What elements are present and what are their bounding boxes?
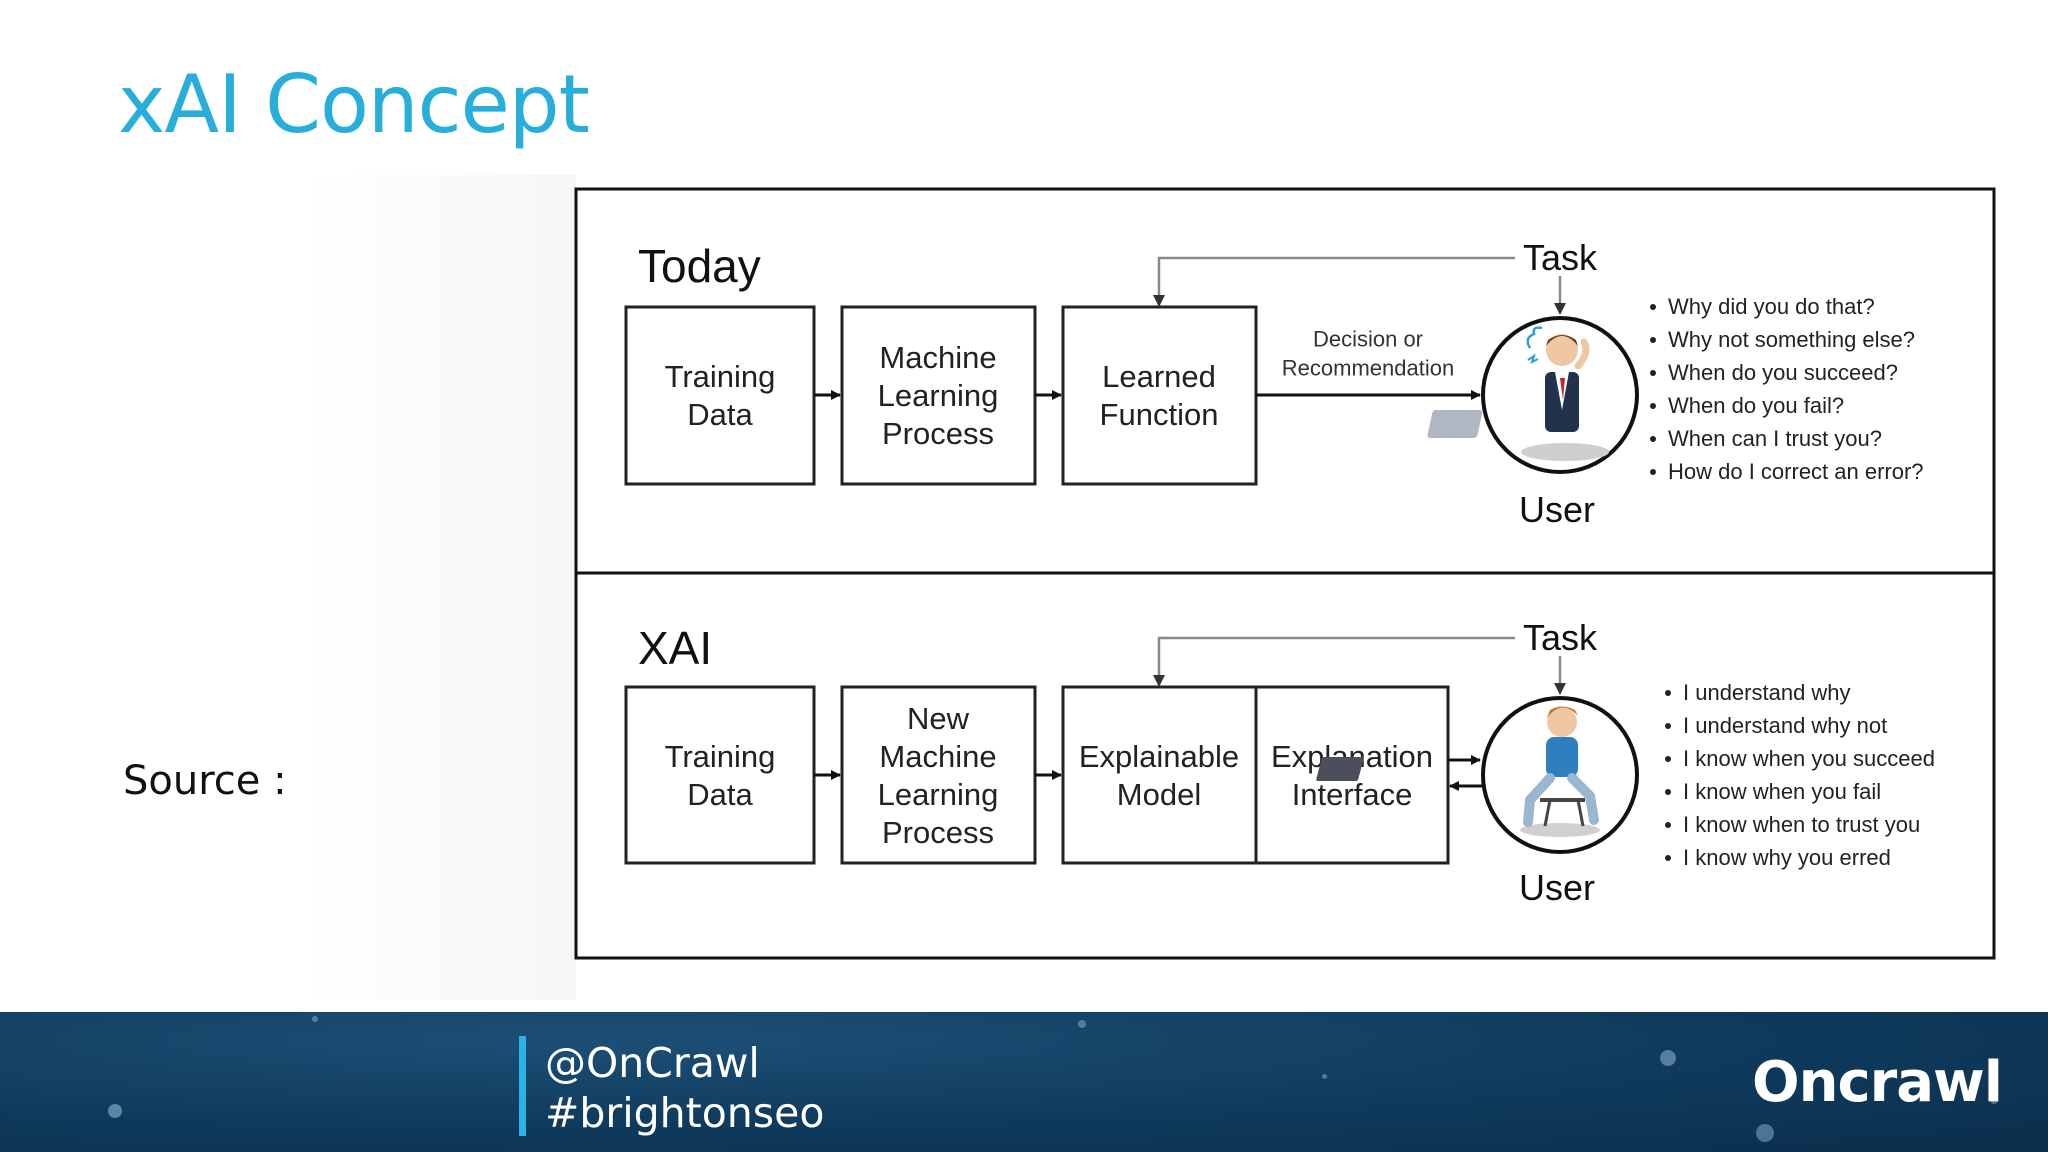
bullet-dot: [1665, 789, 1671, 795]
label-line: Data: [687, 397, 753, 432]
label-line: Machine: [879, 340, 996, 375]
footer-accent-bar: [519, 1036, 526, 1136]
today-box-training-data: [624, 305, 816, 486]
bullet-dot: [1650, 304, 1656, 310]
today-task-label: Task: [1523, 237, 1598, 278]
bullet-dot: [1665, 756, 1671, 762]
today-user-label: User: [1519, 489, 1595, 530]
bullet-text: I know when you succeed: [1683, 746, 1935, 771]
star-decoration: [108, 1104, 122, 1118]
star-decoration: [1078, 1020, 1086, 1028]
bullet-text: Why did you do that?: [1668, 294, 1875, 319]
star-decoration: [1990, 1096, 1998, 1104]
footer-band: @OnCrawl #brightonseo Oncrawl: [0, 1012, 2048, 1152]
bullet-text: I know when you fail: [1683, 779, 1881, 804]
happy-user-icon: [1316, 696, 1639, 854]
xai-heading: XAI: [638, 622, 712, 674]
decision-recommendation-label: Decision or Recommendation: [1282, 327, 1454, 381]
today-box-ml-process: [840, 305, 1037, 486]
xai-box-explainable-model: [1061, 685, 1258, 865]
bullet-text: Why not something else?: [1668, 327, 1915, 352]
bullet-text: I understand why not: [1683, 713, 1887, 738]
bullet-text: When do you succeed?: [1668, 360, 1898, 385]
label-line: Decision or: [1313, 327, 1423, 352]
bullet-dot: [1650, 436, 1656, 442]
task-feedback-arrow-today: [1153, 256, 1515, 307]
star-decoration: [1756, 1124, 1774, 1142]
bullet-dot: [1650, 370, 1656, 376]
label-line: Data: [687, 777, 753, 812]
label-line: Explainable: [1079, 739, 1239, 774]
bullet-dot: [1665, 822, 1671, 828]
twitter-handle[interactable]: @OnCrawl: [545, 1039, 760, 1087]
today-box-learned-function: [1061, 305, 1258, 486]
label-line: New: [907, 701, 970, 736]
label-line: Learning: [878, 777, 999, 812]
star-decoration: [1322, 1074, 1327, 1079]
star-decoration: [312, 1016, 318, 1022]
bullet-dot: [1665, 723, 1671, 729]
label-line: Machine: [879, 739, 996, 774]
xai-box-new-ml-process: [840, 685, 1037, 865]
bullet-text: When can I trust you?: [1668, 426, 1882, 451]
label-line: Function: [1100, 397, 1219, 432]
slide-title: xAI Concept: [118, 58, 590, 151]
bullet-text: When do you fail?: [1668, 393, 1844, 418]
bullet-text: How do I correct an error?: [1668, 459, 1924, 484]
label-line: Training: [665, 359, 776, 394]
task-feedback-arrow-xai: [1153, 636, 1515, 687]
bullet-dot: [1650, 403, 1656, 409]
today-heading: Today: [638, 240, 761, 292]
oncrawl-logo: Oncrawl: [1751, 1050, 2003, 1115]
bullet-dot: [1665, 690, 1671, 696]
footer-handles: @OnCrawl #brightonseo: [545, 1038, 824, 1138]
xai-user-label: User: [1519, 867, 1595, 908]
bullet-dot: [1650, 469, 1656, 475]
today-question-list: Why did you do that? Why not something el…: [1650, 294, 1924, 484]
xai-box-training-data: [624, 685, 816, 865]
bullet-dot: [1650, 337, 1656, 343]
xai-task-label: Task: [1523, 617, 1598, 658]
confused-user-icon: [1427, 316, 1639, 474]
event-hashtag[interactable]: #brightonseo: [545, 1089, 825, 1137]
xai-statement-list: I understand why I understand why not I kn…: [1665, 680, 1935, 870]
label-line: Learned: [1102, 359, 1216, 394]
bullet-dot: [1665, 855, 1671, 861]
bullet-text: I know when to trust you: [1683, 812, 1920, 837]
label-line: Recommendation: [1282, 356, 1454, 381]
star-decoration: [1660, 1050, 1676, 1066]
bullet-text: I understand why: [1683, 680, 1851, 705]
left-shade: [300, 175, 576, 1000]
label-line: Learning: [878, 378, 999, 413]
label-line: Process: [882, 416, 994, 451]
label-line: Model: [1117, 777, 1201, 812]
bullet-text: I know why you erred: [1683, 845, 1891, 870]
label-line: Interface: [1292, 777, 1413, 812]
label-line: Training: [665, 739, 776, 774]
label-line: Process: [882, 815, 994, 850]
